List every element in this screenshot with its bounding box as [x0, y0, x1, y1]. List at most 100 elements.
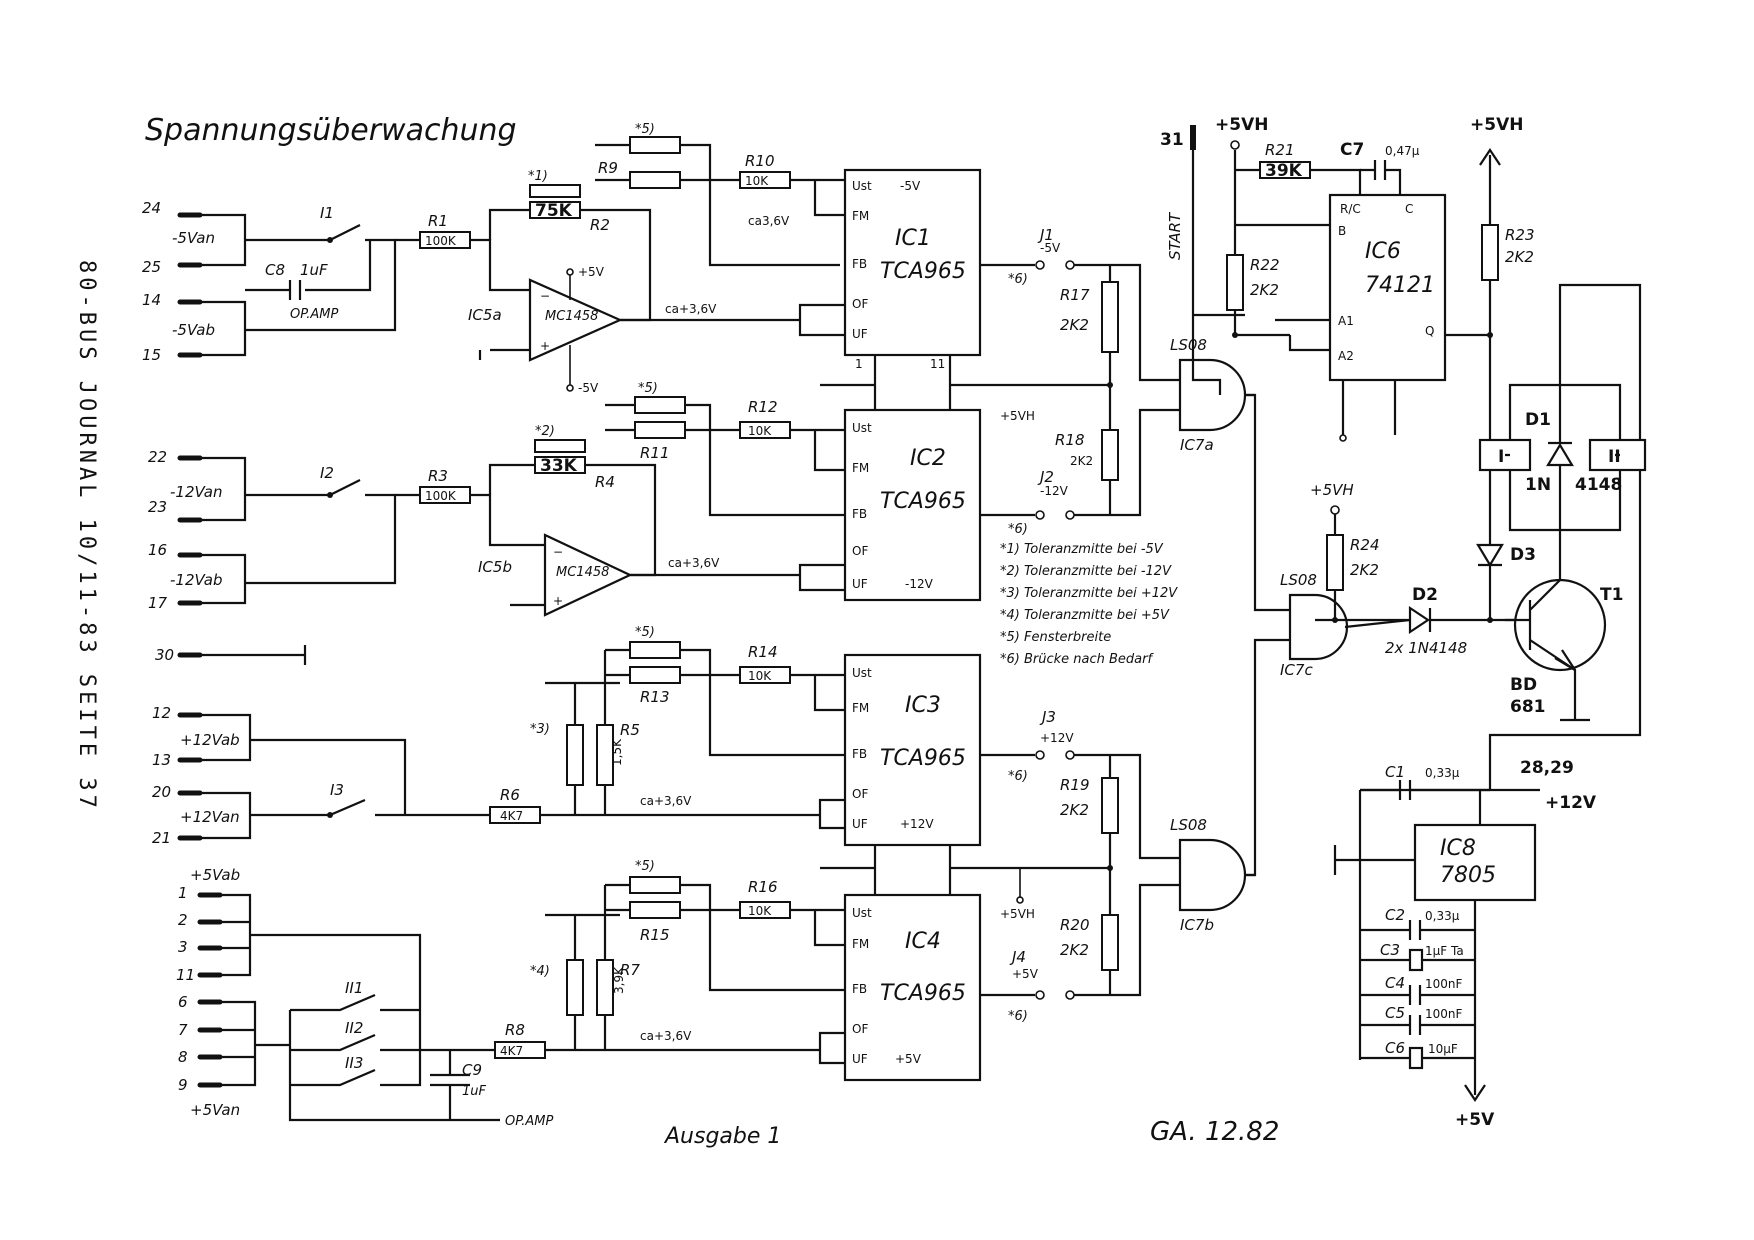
j2-label: J2 — [1037, 468, 1054, 486]
conn-16: 16 — [148, 541, 167, 559]
label-m12vab: -12Vab — [170, 571, 223, 589]
ic1-type: TCA965 — [880, 259, 966, 284]
vh-2: +5VH — [1000, 907, 1035, 921]
j2-value: -12V — [1040, 484, 1069, 498]
r6-label: R6 — [500, 786, 520, 804]
svg-text:Ust: Ust — [852, 906, 872, 920]
transistor-t1 — [1513, 578, 1607, 672]
ic3-tca965 — [843, 653, 982, 847]
note-2: *2) Toleranzmitte bei -12V — [1000, 564, 1172, 579]
ic4-label: IC4 — [905, 929, 941, 954]
label-p12van: +12Van — [180, 808, 240, 826]
resistor-r4 — [534, 456, 586, 474]
start-label: START — [1166, 211, 1184, 260]
gate-ic7c — [1288, 593, 1349, 661]
r12-value: 10K — [748, 424, 772, 438]
svg-text:FB: FB — [852, 507, 867, 521]
conn-22: 22 — [148, 448, 167, 466]
diode-d1 — [1546, 442, 1574, 467]
c8-value: 1uF — [300, 261, 328, 279]
switch-ii1-label: II1 — [345, 979, 363, 997]
r22-label: R22 — [1250, 256, 1280, 274]
r9-label: R9 — [598, 159, 618, 177]
ic3-type: TCA965 — [880, 746, 966, 771]
resistor-r17 — [1101, 281, 1119, 353]
t1-type2: 681 — [1510, 697, 1546, 717]
r21-value: 39K — [1265, 161, 1303, 181]
conn-7: 7 — [178, 1021, 188, 1039]
conn-21: 21 — [152, 829, 171, 847]
ic5b-type: MC1458 — [556, 565, 609, 580]
r19-label: R19 — [1060, 776, 1090, 794]
resistor-r20 — [1101, 914, 1119, 971]
r4-value: 33K — [540, 456, 578, 476]
ic3-ca36: ca+3,6V — [640, 794, 692, 808]
resistor-r9 — [629, 171, 681, 189]
r1-label: R1 — [428, 212, 448, 230]
svg-text:A1: A1 — [1338, 314, 1354, 328]
svg-text:OF: OF — [852, 1022, 868, 1036]
block-ic4: R15 *5) R16 10K Ust FM FB OF UF +5V IC4 … — [603, 845, 1110, 1082]
switch-ii3-label: II3 — [345, 1054, 363, 1072]
relay-ii-label: II — [1608, 447, 1621, 467]
c8-label: C8 — [265, 261, 285, 279]
r2-value: 75K — [535, 201, 573, 221]
ic5b-label: IC5b — [478, 558, 512, 576]
ic5b-out-volt: ca+3,6V — [668, 556, 720, 570]
svg-text:+: + — [553, 594, 563, 608]
svg-text:11: 11 — [930, 357, 945, 371]
section-minus5v: 24 25 14 15 -5Van -5Vab I1 C8 1uF OP.AMP… — [142, 169, 830, 395]
ic7c-type: LS08 — [1280, 571, 1317, 589]
ic5a-type: MC1458 — [545, 309, 598, 324]
conn-11: 11 — [176, 966, 195, 984]
d23-label: 2x 1N4148 — [1385, 639, 1467, 657]
svg-text:+: + — [540, 339, 550, 353]
t1-label: T1 — [1600, 585, 1623, 605]
diode-d3 — [1476, 543, 1504, 568]
gate-ic7a — [1178, 358, 1247, 432]
c5-label: C5 — [1385, 1004, 1405, 1022]
section-plus5v: +5Vab 1 2 3 11 6 7 8 9 +5Van II1 II2 II3… — [176, 866, 820, 1129]
page-title: Spannungsüberwachung — [145, 113, 517, 148]
gate-ic7b — [1178, 838, 1247, 912]
r10-label: R10 — [745, 152, 775, 170]
switch-i1-label: I1 — [320, 204, 334, 222]
conn-6: 6 — [178, 993, 188, 1011]
resistor-r15 — [629, 901, 681, 919]
c6-value: 10µF — [1428, 1042, 1458, 1056]
r24-label: R24 — [1350, 536, 1380, 554]
r24-value: 2K2 — [1350, 561, 1379, 579]
ic7b-type: LS08 — [1170, 816, 1207, 834]
r18-label: R18 — [1055, 431, 1085, 449]
diode-d2 — [1408, 605, 1430, 635]
section-minus12v: 22 23 16 17 -12Van -12Vab I2 R3 100K 33K… — [148, 424, 830, 617]
c9-note: OP.AMP — [505, 1114, 554, 1129]
svg-text:A2: A2 — [1338, 349, 1354, 363]
label-p5vab: +5Vab — [190, 866, 240, 884]
mark-5b: *5) — [638, 381, 658, 396]
conn-15: 15 — [142, 346, 161, 364]
svg-text:Ust: Ust — [852, 421, 872, 435]
label-p12vab: +12Vab — [180, 731, 240, 749]
label-p5van: +5Van — [190, 1101, 240, 1119]
resistor-r1 — [419, 231, 471, 249]
ic6-type: 74121 — [1365, 273, 1435, 298]
j4-label: J4 — [1009, 948, 1026, 966]
footer-edition: Ausgabe 1 — [663, 1124, 781, 1149]
footnotes: *1) Toleranzmitte bei -5V *2) Toleranzmi… — [1000, 542, 1178, 667]
c7-value: 0,47µ — [1385, 144, 1420, 158]
svg-text:-5V: -5V — [900, 179, 921, 193]
svg-text:UF: UF — [852, 1052, 868, 1066]
svg-text:FM: FM — [852, 209, 869, 223]
opamp-ic5b — [543, 533, 633, 617]
r16-label: R16 — [748, 878, 778, 896]
c5-value: 100nF — [1425, 1007, 1463, 1021]
side-caption: 80-BUS JOURNAL 10/11-83 SEITE 37 — [74, 260, 99, 812]
mark-6b: *6) — [1008, 522, 1028, 537]
gates-ic7: LS08 IC7a LS08 IC7b LS08 IC7c — [1170, 336, 1349, 934]
r7-value: 3,9K — [612, 966, 626, 994]
svg-text:OF: OF — [852, 787, 868, 801]
conn-2: 2 — [178, 911, 188, 929]
svg-text:FM: FM — [852, 937, 869, 951]
ic5a-out-volt: ca+3,6V — [665, 302, 717, 316]
